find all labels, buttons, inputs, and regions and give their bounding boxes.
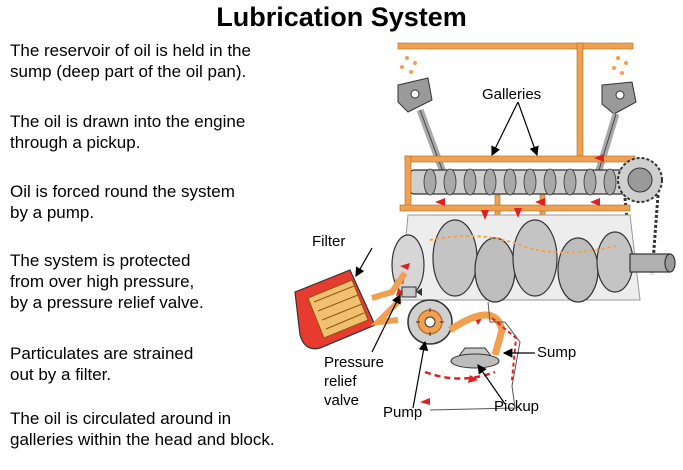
text-line: through a pickup. bbox=[10, 133, 141, 152]
filter-outlet-pipe bbox=[371, 271, 408, 301]
text-line: by a pump. bbox=[10, 203, 95, 222]
oil-pickup-strainer bbox=[424, 347, 500, 380]
camshaft bbox=[409, 168, 636, 196]
pickup-pipe bbox=[448, 311, 506, 356]
oil-pump bbox=[407, 299, 453, 345]
page-title: Lubrication System bbox=[216, 2, 467, 32]
sump-oil-return bbox=[491, 317, 518, 381]
text-line: The oil is drawn into the engine bbox=[10, 112, 246, 131]
label-line: Pressure bbox=[324, 354, 385, 371]
text-line: The oil is circulated around in bbox=[10, 409, 232, 428]
flow-arrows bbox=[395, 154, 604, 405]
text-line: Oil is forced round the system bbox=[10, 182, 235, 201]
text-line: Particulates are strained bbox=[10, 344, 194, 363]
label-pickup: Pickup bbox=[494, 398, 540, 415]
paragraph-sump: The reservoir of oil is held in the sump… bbox=[10, 40, 251, 82]
text-line: The system is protected bbox=[10, 251, 191, 270]
pump-feed-pipe bbox=[369, 297, 403, 326]
oil-filter bbox=[294, 269, 376, 350]
text-line: from over high pressure, bbox=[10, 272, 195, 291]
text-line: sump (deep part of the oil pan). bbox=[10, 62, 247, 81]
label-line: valve bbox=[324, 392, 360, 409]
crank-oil-path bbox=[429, 235, 621, 254]
pressure-relief-valve bbox=[401, 286, 422, 298]
label-pressure-relief-valve: Pressure relief valve bbox=[324, 353, 384, 410]
paragraph-galleries: The oil is circulated around in gallerie… bbox=[10, 408, 275, 450]
text-line: out by a filter. bbox=[10, 365, 112, 384]
paragraph-pickup: The oil is drawn into the engine through… bbox=[10, 111, 245, 153]
paragraph-relief-valve: The system is protected from over high p… bbox=[10, 250, 204, 313]
text-line: by a pressure relief valve. bbox=[10, 293, 204, 312]
label-filter: Filter bbox=[312, 233, 346, 250]
rocker-arm-right bbox=[592, 81, 637, 182]
label-line: relief bbox=[324, 373, 357, 390]
paragraph-filter: Particulates are strained out by a filte… bbox=[10, 343, 193, 385]
sump-pan bbox=[429, 301, 521, 411]
paragraph-pump: Oil is forced round the system by a pump… bbox=[10, 181, 235, 223]
leader-lines bbox=[355, 101, 539, 409]
label-galleries: Galleries bbox=[482, 86, 542, 103]
label-pump: Pump bbox=[383, 404, 423, 421]
lubrication-diagram: Galleries Filter Pressure relief valve P… bbox=[280, 30, 680, 465]
crankshaft bbox=[391, 219, 676, 303]
label-sump: Sump bbox=[537, 344, 577, 361]
oil-drips bbox=[400, 56, 628, 75]
engine-illustration bbox=[294, 42, 676, 411]
text-line: The reservoir of oil is held in the bbox=[10, 41, 251, 60]
text-line: galleries within the head and block. bbox=[10, 430, 275, 449]
rocker-arm-left bbox=[397, 77, 450, 182]
